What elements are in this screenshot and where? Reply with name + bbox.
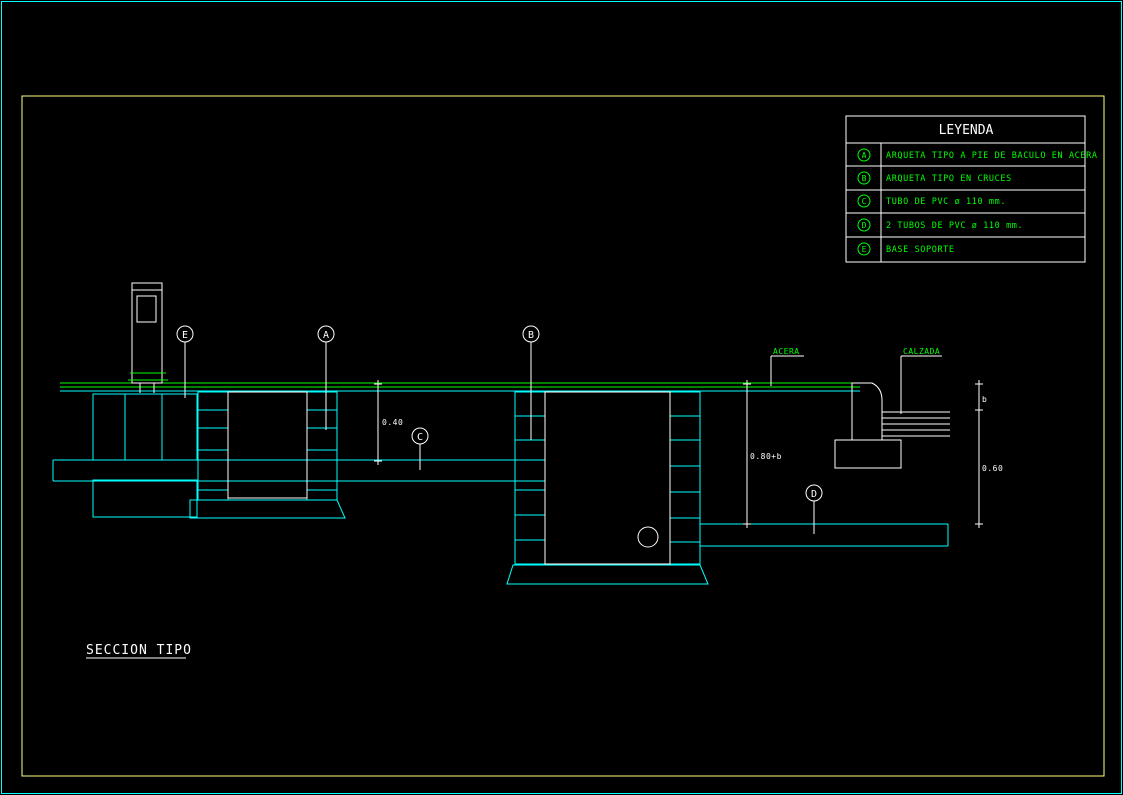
tube-c [52,459,545,482]
support-base [92,393,198,518]
arqueta-b [506,391,709,585]
dim-060: 0.60 [982,464,1003,473]
legend-key-a: A [862,151,867,160]
legend-title: LEYENDA [939,123,994,138]
callout-c: C [417,432,423,443]
tube-d [700,523,949,547]
legend-key-c: C [862,197,867,206]
dim-040: 0.40 [382,418,403,427]
curb [834,382,950,469]
dimensions: 0.40 0.80+b b 0.60 [374,380,1003,528]
lamp-post [128,282,168,393]
label-calzada: CALZADA [903,347,940,356]
legend-item-e: BASE SOPORTE [886,245,955,255]
arqueta-a [189,391,346,519]
callout-e: E [182,330,188,341]
legend-item-c: TUBO DE PVC ø 110 mm. [886,197,1006,207]
legend-table: LEYENDA A ARQUETA TIPO A PIE DE BACULO E… [845,115,1098,263]
callout-b: B [528,330,534,341]
dim-b: b [982,395,987,404]
legend-item-b: ARQUETA TIPO EN CRUCES [886,174,1012,184]
dim-080b: 0.80+b [750,452,782,461]
legend-item-a: ARQUETA TIPO A PIE DE BACULO EN ACERA [886,151,1098,161]
drawing-frame [21,95,1105,777]
legend-item-d: 2 TUBOS DE PVC ø 110 mm. [886,221,1023,231]
text-labels: ACERA CALZADA SECCION TIPO [86,347,942,659]
ground-lines [60,382,860,392]
label-acera: ACERA [773,347,800,356]
callout-a: A [323,330,329,341]
callout-d: D [811,489,817,500]
section-title: SECCION TIPO [86,643,192,658]
legend-key-e: E [862,245,867,254]
callouts: E A B C D [176,325,823,534]
legend-key-d: D [862,221,867,230]
legend-key-b: B [862,174,867,183]
